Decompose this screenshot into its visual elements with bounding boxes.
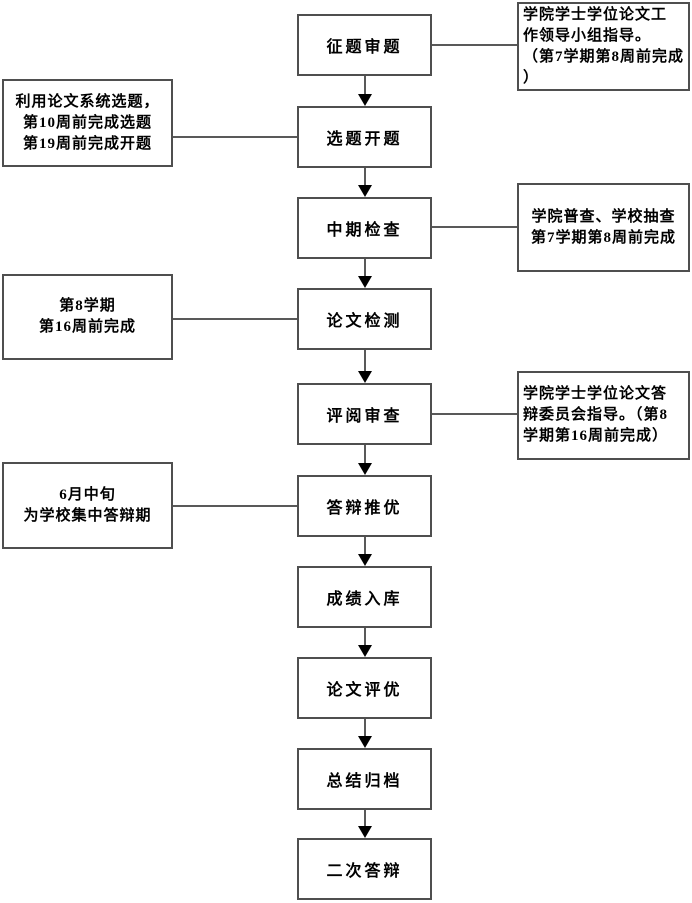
annotation-left-defense-period: 6月中旬 为学校集中答辩期 [2,462,173,549]
flow-step-topic-selection: 选题开题 [297,106,432,168]
annotation-right-leading-group: 学院学士学位论文工 作领导小组指导。 （第7学期第8周前完成 ） [517,2,690,91]
arrowhead-down-icon [358,94,372,106]
connector-line-left-3 [173,505,297,507]
flow-arrow [358,719,372,748]
annotation-left-topic-selection: 利用论文系统选题， 第10周前完成选题 第19周前完成开题 [2,79,173,167]
connector-line-right-1 [432,44,517,46]
annotation-right-midterm-inspection: 学院普查、学校抽查 第7学期第8周前完成 [517,183,690,272]
flow-arrow [358,76,372,106]
connector-line-left-1 [173,136,297,138]
arrow-shaft [364,350,366,373]
flow-arrow [358,628,372,657]
arrow-shaft [364,719,366,738]
arrow-shaft [364,537,366,556]
flow-arrow [358,350,372,383]
flow-arrow [358,445,372,475]
arrowhead-down-icon [358,463,372,475]
arrow-shaft [364,168,366,187]
arrow-shaft [364,628,366,647]
arrow-shaft [364,445,366,465]
arrow-shaft [364,810,366,828]
annotation-right-defense-committee: 学院学士学位论文答 辩委员会指导。（第8 学期第16周前完成） [517,371,690,460]
annotation-left-detection-deadline: 第8学期 第16周前完成 [2,274,173,360]
arrow-shaft [364,259,366,278]
flow-step-thesis-awards: 论文评优 [297,657,432,719]
arrowhead-down-icon [358,185,372,197]
flow-step-review: 评阅审查 [297,383,432,445]
flow-step-grade-entry: 成绩入库 [297,566,432,628]
flow-arrow [358,810,372,838]
flow-arrow [358,259,372,288]
connector-line-left-2 [173,318,297,320]
flow-step-archive: 总结归档 [297,748,432,810]
arrowhead-down-icon [358,554,372,566]
flow-step-thesis-detection: 论文检测 [297,288,432,350]
connector-line-right-2 [432,226,517,228]
flow-step-midterm-check: 中期检查 [297,197,432,259]
flow-arrow [358,168,372,197]
flow-step-second-defense: 二次答辩 [297,838,432,900]
flow-step-topic-collection: 征题审题 [297,14,432,76]
arrowhead-down-icon [358,645,372,657]
connector-line-right-3 [432,413,517,415]
arrowhead-down-icon [358,276,372,288]
arrowhead-down-icon [358,826,372,838]
flow-arrow [358,537,372,566]
arrow-shaft [364,76,366,96]
arrowhead-down-icon [358,736,372,748]
arrowhead-down-icon [358,371,372,383]
flow-step-defense: 答辩推优 [297,475,432,537]
